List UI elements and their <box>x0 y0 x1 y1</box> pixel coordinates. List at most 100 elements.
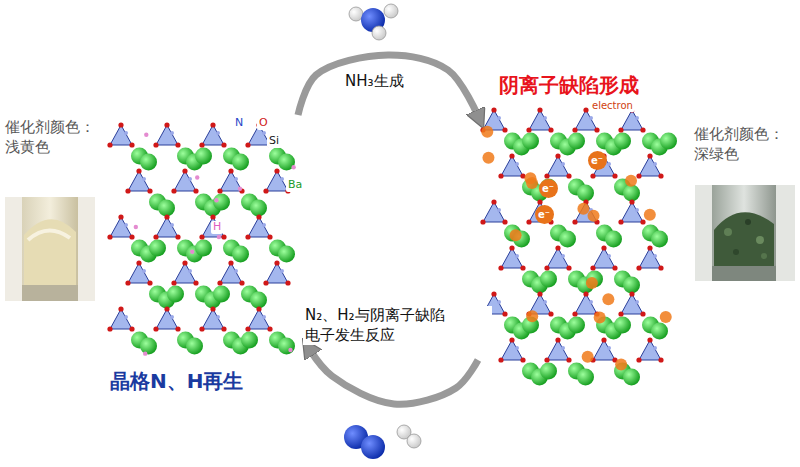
barium-atom <box>568 317 585 334</box>
oxygen-atom <box>480 219 485 224</box>
hydrogen-atom <box>291 165 295 169</box>
oxygen-atom <box>210 122 215 127</box>
oxygen-atom <box>153 234 158 239</box>
barium-atom <box>540 271 557 288</box>
barium-atom <box>232 246 249 263</box>
oxygen-atom <box>171 280 176 285</box>
nitrogen-atom <box>635 208 639 212</box>
oxygen-atom <box>210 214 215 219</box>
cycle-arrow <box>298 55 478 116</box>
oxygen-atom <box>612 173 617 178</box>
oxygen-atom <box>221 142 226 147</box>
silicon-tetrahedron <box>526 199 553 224</box>
barium-atom <box>605 231 622 248</box>
crystal-structure <box>107 122 295 355</box>
oxygen-atom <box>491 291 496 296</box>
silicon-tetrahedron <box>636 337 663 362</box>
nitrogen-atom <box>589 116 593 120</box>
hydrogen-atom <box>214 198 218 202</box>
oxygen-atom <box>658 265 663 270</box>
oxygen-atom <box>537 107 542 112</box>
oxygen-atom <box>256 214 261 219</box>
crystal-structure <box>480 107 677 385</box>
oxygen-atom <box>274 168 279 173</box>
barium-atom <box>614 133 631 150</box>
nitrogen-atom <box>607 346 611 350</box>
oxygen-atom <box>544 173 549 178</box>
oxygen-atom <box>647 337 652 342</box>
oxygen-atom <box>199 142 204 147</box>
nitrogen-atom <box>124 131 128 135</box>
nitrogen-atom <box>515 254 519 258</box>
oxygen-atom <box>566 357 571 362</box>
oxygen-atom <box>164 122 169 127</box>
nitrogen-atom <box>635 300 639 304</box>
anion-defect <box>526 310 538 322</box>
anion-defect <box>526 177 538 189</box>
oxygen-atom <box>175 326 180 331</box>
oxygen-atom <box>618 127 623 132</box>
oxygen-atom <box>520 265 525 270</box>
oxygen-atom <box>544 265 549 270</box>
silicon-tetrahedron <box>107 214 134 239</box>
barium-atom <box>651 231 668 248</box>
color-caption: 催化剂颜色： 浅黄色 <box>3 118 103 157</box>
barium-atom <box>213 286 230 303</box>
oxygen-atom <box>164 306 169 311</box>
atom-label: H <box>211 221 223 234</box>
silicon-tetrahedron <box>544 153 571 178</box>
barium-atom <box>195 148 212 165</box>
nitrogen-atom <box>515 346 519 350</box>
oxygen-atom <box>171 188 176 193</box>
hydrogen-atom <box>134 225 138 229</box>
oxygen-atom <box>129 326 134 331</box>
barium-atom <box>158 200 175 217</box>
silicon-tetrahedron <box>618 199 645 224</box>
anion-defect <box>586 277 598 289</box>
oxygen-atom <box>537 199 542 204</box>
oxygen-atom <box>658 173 663 178</box>
anion-defect <box>510 229 522 241</box>
nitrogen-atom <box>216 315 220 319</box>
ammonia-molecule <box>349 4 398 40</box>
barium-atom <box>577 185 594 202</box>
hydrogen-atom <box>143 351 147 355</box>
nitrogen-atom <box>280 177 284 181</box>
nitrogen-atom <box>262 223 266 227</box>
crystal-panel: electrone⁻e⁻e⁻ <box>478 100 678 410</box>
silicon-tetrahedron <box>245 306 272 331</box>
atom-label: Ba <box>286 179 304 192</box>
oxygen-atom <box>498 265 503 270</box>
oxygen-atom <box>221 326 226 331</box>
oxygen-atom <box>583 107 588 112</box>
nitrogen-atom <box>170 223 174 227</box>
nitrogen-hydrogen-molecules <box>344 425 421 459</box>
nitrogen-atom <box>216 131 220 135</box>
oxygen-atom <box>629 291 634 296</box>
oxygen-atom <box>491 199 496 204</box>
oxygen-atom <box>217 280 222 285</box>
anion-defect <box>481 126 493 138</box>
oxygen-atom <box>129 142 134 147</box>
oxygen-atom <box>658 357 663 362</box>
oxygen-atom <box>594 127 599 132</box>
barium-atom <box>278 338 295 355</box>
oxygen-atom <box>107 234 112 239</box>
nitrogen-atom <box>497 208 501 212</box>
nitrogen-atom <box>635 116 639 120</box>
barium-atom <box>623 185 640 202</box>
silicon-tetrahedron <box>199 214 226 239</box>
nitrogen-atom <box>497 116 501 120</box>
stage-title: 阴离子缺陷形成 <box>497 72 641 98</box>
electron-marker: e⁻ <box>535 205 554 224</box>
hydrogen-atom <box>288 348 292 352</box>
hydrogen-atom <box>144 133 148 137</box>
oxygen-atom <box>153 326 158 331</box>
silicon-tetrahedron <box>480 199 507 224</box>
nitrogen-atom <box>497 300 501 304</box>
nitrogen-atom <box>653 346 657 350</box>
silicon-tetrahedron <box>636 153 663 178</box>
oxygen-atom <box>601 245 606 250</box>
nitrogen-atom <box>170 131 174 135</box>
barium-atom <box>241 332 258 349</box>
